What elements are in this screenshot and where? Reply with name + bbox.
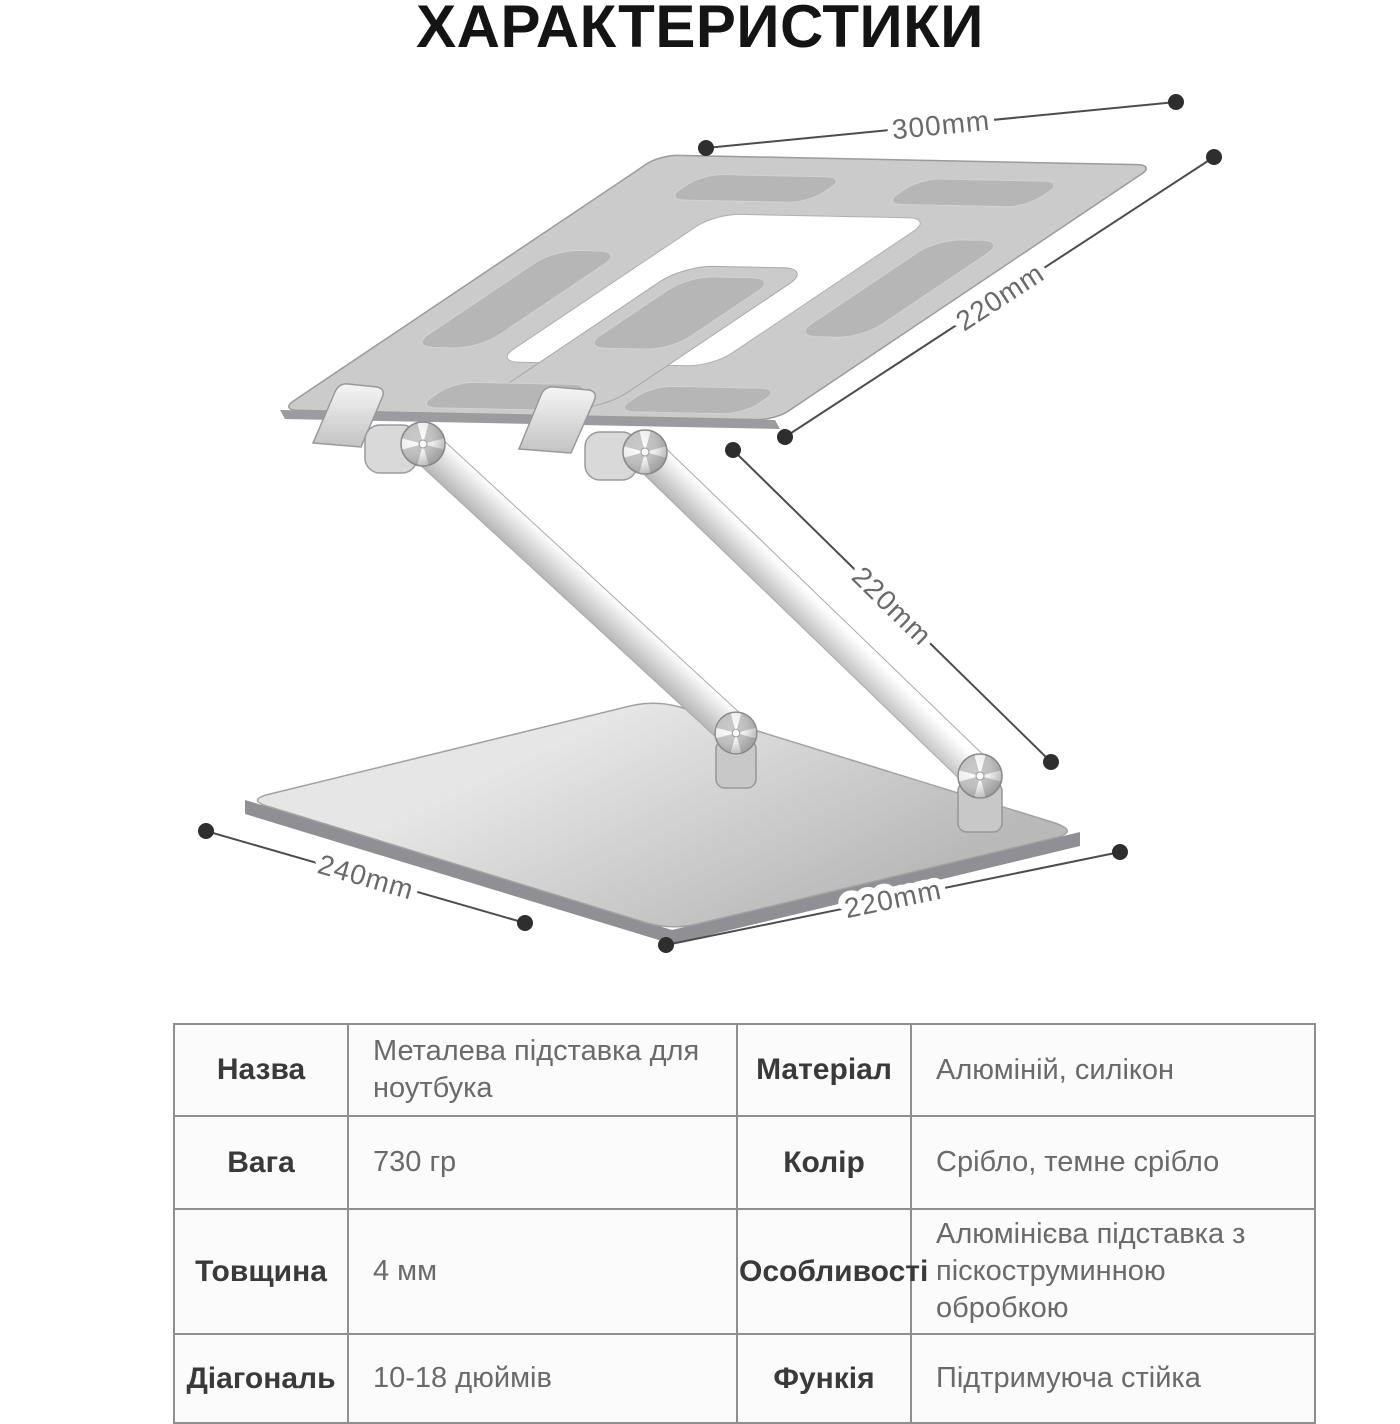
- hinge-knob-bottom-left-icon: [714, 711, 758, 755]
- spec-value: Срібло, темне срібло: [910, 1115, 1316, 1210]
- front-hook-right: [517, 386, 596, 454]
- spec-table: Назва Металева підставка для ноутбука Ма…: [173, 1023, 1316, 1424]
- spec-value: Металева підставка для ноутбука: [347, 1023, 738, 1117]
- spec-value: 10-18 дюймів: [347, 1333, 738, 1424]
- spec-label: Матеріал: [736, 1023, 912, 1117]
- spec-label: Колір: [736, 1115, 912, 1210]
- spec-value: Алюміній, силікон: [910, 1023, 1316, 1117]
- silicone-pads: [322, 174, 1094, 415]
- dimension-label-platform-width: 300mm: [891, 105, 992, 145]
- table-row: Назва Металева підставка для ноутбука Ма…: [173, 1023, 1316, 1117]
- platform: [280, 155, 1155, 429]
- spec-label: Вага: [173, 1115, 349, 1210]
- base-plate: [245, 702, 1080, 944]
- table-row: Вага 730 гр Колір Срібло, темне срібло: [173, 1115, 1316, 1210]
- page-title: ХАРАКТЕРИСТИКИ: [416, 0, 984, 60]
- spec-value: 730 гр: [347, 1115, 738, 1210]
- dimension-platform-width: 300mm: [698, 94, 1184, 156]
- spec-label: Діагональ: [173, 1333, 349, 1424]
- spec-label: Особливості: [736, 1208, 928, 1335]
- hinge-knob-top-left-icon: [400, 421, 446, 467]
- spec-value: Алюмінієва підставка з піскоструминною о…: [910, 1208, 1316, 1335]
- front-hook-left: [311, 383, 384, 448]
- base-top: [256, 702, 1068, 928]
- spec-value: 4 мм: [347, 1208, 738, 1335]
- spec-value: Підтримуюча стійка: [910, 1333, 1316, 1424]
- table-row: Діагональ 10-18 дюймів Функія Підтримуюч…: [173, 1333, 1316, 1424]
- table-row: Товщина 4 мм Особливості Алюмінієва підс…: [173, 1208, 1316, 1335]
- platform-rim: [280, 410, 780, 429]
- support-arm-left: [405, 426, 755, 752]
- hinge-knob-bottom-right-icon: [957, 753, 1003, 799]
- spec-label: Функія: [736, 1333, 912, 1424]
- spec-label: Назва: [173, 1023, 349, 1117]
- spec-label: Товщина: [173, 1208, 349, 1335]
- dimension-support-height: 220mm: [725, 442, 1059, 770]
- hinge-knob-top-right-icon: [622, 429, 668, 475]
